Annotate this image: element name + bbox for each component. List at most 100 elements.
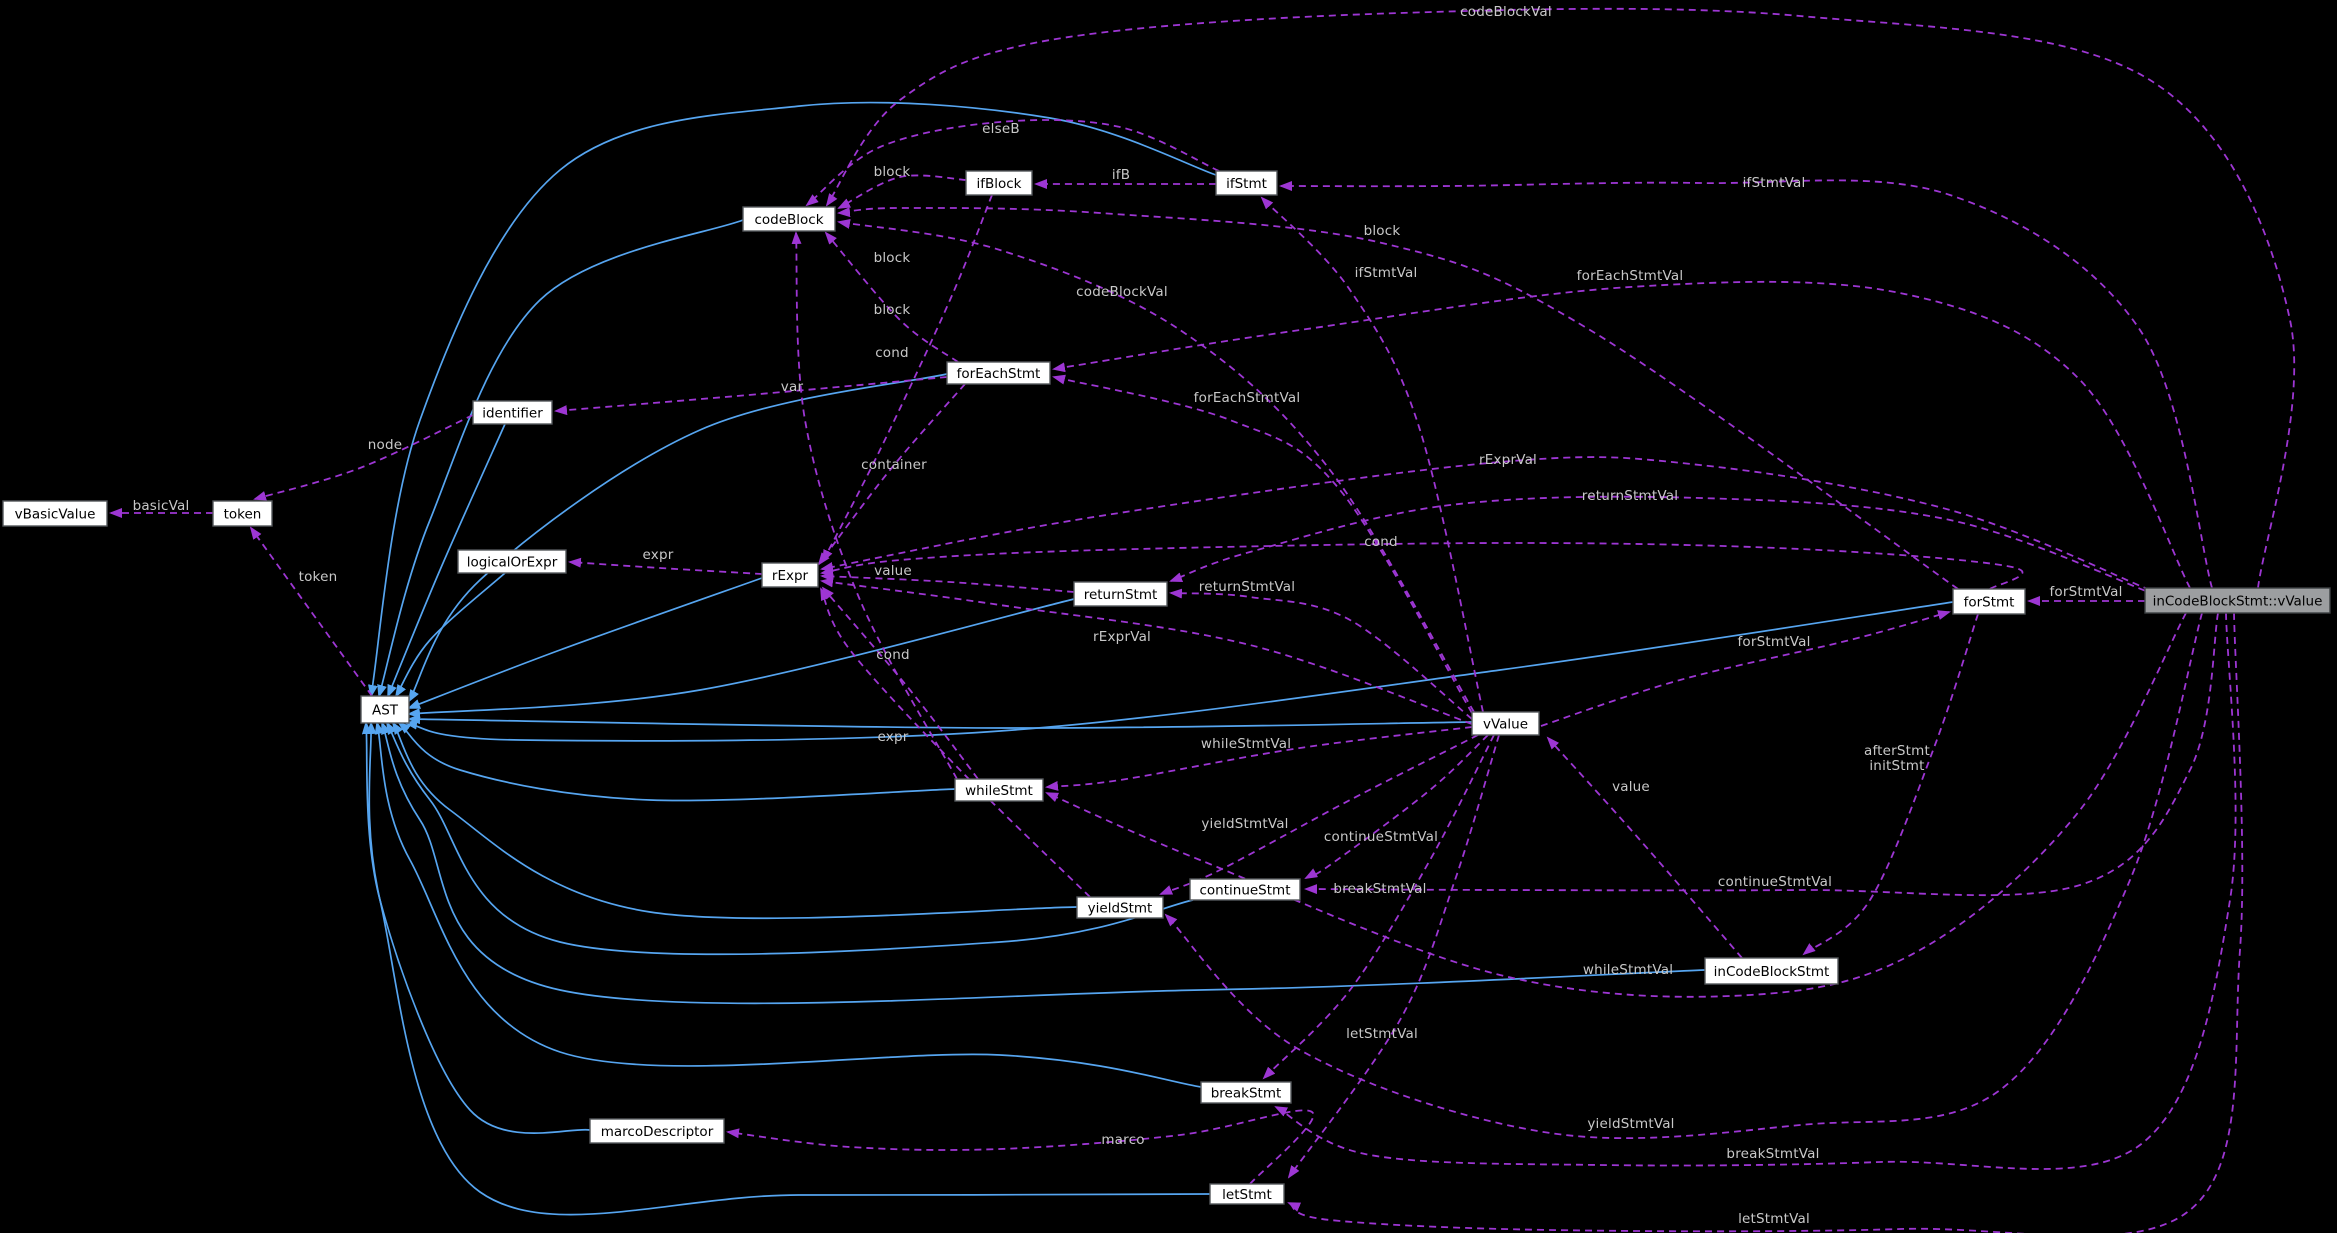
edge-label-vValue-ifStmt: ifStmtVal	[1355, 265, 1418, 281]
node-rExpr[interactable]: rExpr	[761, 562, 819, 588]
edge-label-ifBlock-rExpr: cond	[875, 345, 909, 361]
svg-text:marcoDescriptor: marcoDescriptor	[601, 1124, 714, 1140]
edge-vValue-rExpr	[820, 577, 1473, 725]
edge-label-vValue-rExpr: rExprVal	[1093, 629, 1151, 645]
edge-focus-rExpr	[820, 456, 2151, 591]
edge-label-vValue-forStmt: forStmtVal	[1737, 634, 1810, 650]
edge-focus-yieldStmt	[1164, 612, 2203, 1140]
edge-label-vValue-breakStmt: breakStmtVal	[1333, 881, 1426, 897]
edge-label-forEachStmt-identifier: var	[781, 379, 804, 395]
node-yieldStmt[interactable]: yieldStmt	[1076, 896, 1164, 919]
node-ifStmt[interactable]: ifStmt	[1215, 170, 1278, 196]
node-whileStmt[interactable]: whileStmt	[954, 778, 1044, 802]
svg-text:forEachStmt: forEachStmt	[957, 366, 1041, 382]
edge-forEachStmt-codeBlock	[824, 231, 959, 363]
node-token[interactable]: token	[212, 500, 273, 527]
node-forEachStmt[interactable]: forEachStmt	[946, 361, 1051, 385]
edge-label-yieldStmt-rExpr: expr	[878, 729, 909, 745]
edge-vValue-breakStmt	[1262, 734, 1495, 1080]
svg-text:breakStmt: breakStmt	[1211, 1086, 1282, 1102]
edge-label-whileStmt-codeBlock: block	[874, 250, 911, 266]
edge-focus-ifStmt	[1279, 179, 2213, 589]
edge-label-AST-token: token	[299, 569, 338, 585]
edge-whileStmt-rExpr	[821, 586, 979, 780]
node-marcoDescriptor[interactable]: marcoDescriptor	[589, 1118, 725, 1144]
svg-text:letStmt: letStmt	[1222, 1187, 1272, 1203]
edge-identifier-token	[253, 414, 474, 501]
edge-label-focus-letStmt: letStmtVal	[1738, 1211, 1810, 1227]
node-identifier[interactable]: identifier	[472, 400, 553, 425]
edge-label-focus-breakStmt: breakStmtVal	[1726, 1146, 1819, 1162]
node-returnStmt[interactable]: returnStmt	[1073, 581, 1168, 607]
edge-codeBlock-AST	[377, 219, 744, 698]
node-vBasicValue[interactable]: vBasicValue	[2, 500, 108, 527]
edge-label-vValue-yieldStmt: yieldStmtVal	[1201, 816, 1288, 832]
edge-returnStmt-rExpr	[820, 571, 1075, 593]
edge-label-letStmt-marcoDescriptor: marco	[1101, 1132, 1144, 1148]
edge-label-forEachStmt-codeBlock: block	[874, 302, 911, 318]
edges-layer	[109, 7, 2296, 1233]
edge-vValue-returnStmt	[1169, 588, 1473, 720]
edge-label-focus-codeBlock: codeBlockVal	[1460, 4, 1552, 20]
svg-text:forStmt: forStmt	[1964, 595, 2015, 611]
node-focus[interactable]: inCodeBlockStmt::vValue	[2144, 587, 2331, 614]
edge-label-identifier-token: node	[368, 437, 403, 453]
edge-breakStmt-AST	[374, 721, 1202, 1088]
svg-text:yieldStmt: yieldStmt	[1088, 901, 1153, 917]
edge-focus-whileStmt	[1045, 612, 2187, 998]
svg-text:ifBlock: ifBlock	[976, 176, 1021, 192]
node-continueStmt[interactable]: continueStmt	[1189, 878, 1301, 901]
svg-text:identifier: identifier	[482, 406, 543, 422]
svg-text:vValue: vValue	[1483, 717, 1528, 733]
edge-focus-forEachStmt	[1052, 280, 2191, 589]
edge-ifBlock-codeBlock	[837, 174, 967, 209]
svg-text:inCodeBlockStmt::vValue: inCodeBlockStmt::vValue	[2153, 594, 2323, 610]
edge-logicalOrExpr-AST	[394, 572, 506, 698]
edge-label-token-vBasicValue: basicVal	[133, 498, 190, 514]
node-codeBlock[interactable]: codeBlock	[742, 206, 836, 232]
edge-label-ifStmt-ifBlock: ifB	[1112, 167, 1130, 183]
svg-text:inCodeBlockStmt: inCodeBlockStmt	[1714, 964, 1830, 980]
edge-focus-codeBlock	[825, 7, 2296, 589]
node-letStmt[interactable]: letStmt	[1209, 1183, 1285, 1205]
edge-forStmt-inCodeBlockStmt	[1802, 613, 1979, 956]
edge-yieldStmt-AST	[391, 721, 1078, 920]
svg-text:codeBlock: codeBlock	[754, 212, 823, 228]
edge-focus-continueStmt	[1304, 612, 2219, 897]
node-breakStmt[interactable]: breakStmt	[1200, 1081, 1292, 1104]
node-inCodeBlockStmt[interactable]: inCodeBlockStmt	[1704, 957, 1839, 985]
edge-label-ifStmt-codeBlock: elseB	[982, 121, 1020, 137]
edge-focus-breakStmt	[1274, 612, 2237, 1170]
svg-text:ifStmt: ifStmt	[1226, 176, 1267, 192]
node-logicalOrExpr[interactable]: logicalOrExpr	[457, 549, 567, 574]
edge-label-focus-forEachStmt: forEachStmtVal	[1577, 268, 1684, 284]
edge-label-vValue-returnStmt: returnStmtVal	[1199, 579, 1295, 595]
node-AST[interactable]: AST	[360, 695, 410, 724]
edge-vValue-forStmt	[1540, 610, 1951, 727]
edge-inCodeBlockStmt-vValue	[1546, 736, 1743, 959]
edge-label-ifBlock-codeBlock: block	[874, 164, 911, 180]
edge-forStmt-rExpr	[820, 542, 2024, 590]
edge-forEachStmt-AST	[407, 373, 948, 703]
svg-text:AST: AST	[372, 703, 399, 719]
node-ifBlock[interactable]: ifBlock	[965, 170, 1033, 196]
edge-yieldStmt-rExpr	[820, 587, 1091, 898]
node-forStmt[interactable]: forStmt	[1952, 588, 2026, 615]
node-vValue[interactable]: vValue	[1471, 711, 1540, 736]
svg-text:whileStmt: whileStmt	[965, 783, 1033, 799]
edge-vValue-forEachStmt	[1052, 374, 1473, 714]
edge-ifStmt-codeBlock	[805, 119, 1220, 207]
edge-forStmt-AST	[404, 601, 1954, 742]
edge-label-returnStmt-rExpr: value	[874, 563, 912, 579]
svg-text:rExpr: rExpr	[772, 568, 809, 584]
edge-label-focus-ifStmt: ifStmtVal	[1743, 175, 1806, 191]
edge-label-forStmt-rExpr: cond	[1364, 534, 1398, 550]
svg-text:returnStmt: returnStmt	[1084, 587, 1158, 603]
edge-label-vValue-forEachStmt: forEachStmtVal	[1194, 390, 1301, 406]
svg-text:token: token	[224, 507, 262, 523]
edge-focus-returnStmt	[1169, 495, 2157, 596]
edge-labels-layer: basicVal node token expr block ifB elseB cond va…	[133, 4, 2123, 1227]
